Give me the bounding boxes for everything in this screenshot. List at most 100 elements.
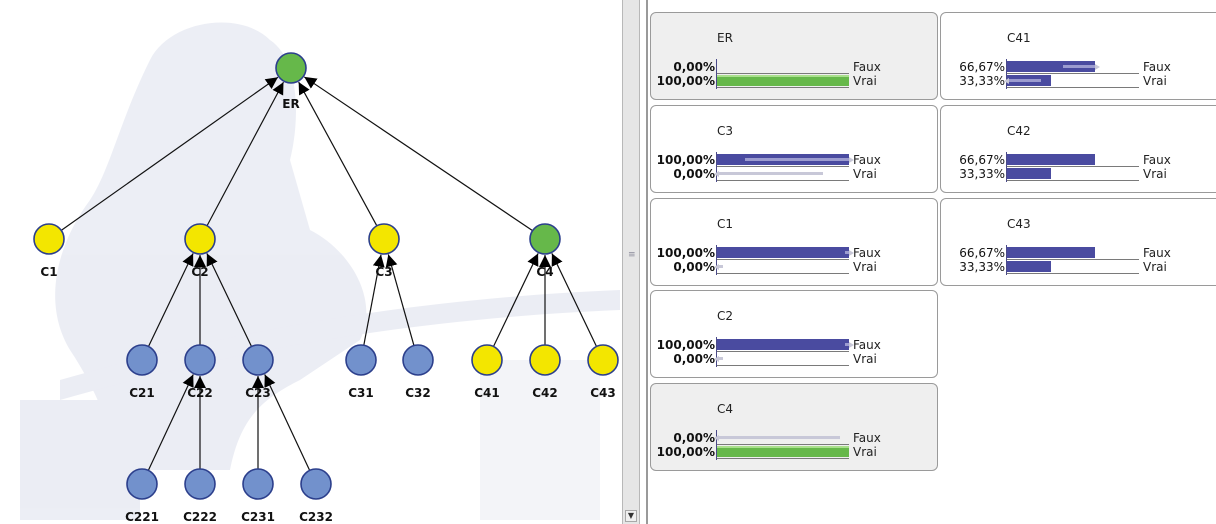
edge-c43-to-c4 [551, 253, 598, 347]
node-circle[interactable] [242, 468, 274, 500]
node-circle[interactable] [33, 223, 65, 255]
node-c3[interactable]: C3 [368, 223, 400, 279]
node-c23[interactable]: C23 [242, 344, 274, 400]
probability-value: 33,33% [959, 260, 1005, 274]
monitor-row-vrai: 100,00%Vrai [651, 74, 937, 88]
node-c31[interactable]: C31 [345, 344, 377, 400]
edge-c232-to-c23 [264, 374, 311, 471]
probability-bar [717, 75, 849, 86]
node-c2[interactable]: C2 [184, 223, 216, 279]
node-c43[interactable]: C43 [587, 344, 619, 400]
node-circle[interactable] [345, 344, 377, 376]
edge-c23-to-c2 [206, 253, 253, 347]
node-circle[interactable] [587, 344, 619, 376]
splitter-bar[interactable]: ≡ ▼ [622, 0, 640, 524]
bar-baseline [1007, 180, 1139, 181]
bar-baseline [717, 444, 849, 445]
probability-value: 66,67% [959, 246, 1005, 260]
node-c4[interactable]: C4 [529, 223, 561, 279]
node-c21[interactable]: C21 [126, 344, 158, 400]
node-circle[interactable] [275, 52, 307, 84]
node-c231[interactable]: C231 [241, 468, 275, 524]
node-circle[interactable] [368, 223, 400, 255]
evidence-trend-arrow-icon [1009, 79, 1041, 82]
node-circle[interactable] [300, 468, 332, 500]
node-c42[interactable]: C42 [529, 344, 561, 400]
edge-c32-to-c3 [385, 254, 415, 346]
probability-value: 100,00% [656, 338, 715, 352]
edge-c221-to-c22 [147, 374, 194, 471]
arrow-head-icon [849, 342, 854, 348]
monitor-axis [716, 59, 717, 89]
probability-value: 33,33% [959, 74, 1005, 88]
node-label: C231 [241, 510, 275, 524]
node-label: C42 [532, 386, 558, 400]
node-circle[interactable] [529, 223, 561, 255]
splitter-grip-icon[interactable]: ≡ [628, 250, 636, 260]
node-circle[interactable] [184, 344, 216, 376]
bar-baseline [1007, 259, 1139, 260]
node-circle[interactable] [126, 468, 158, 500]
node-circle[interactable] [184, 468, 216, 500]
node-c221[interactable]: C221 [125, 468, 159, 524]
node-er[interactable]: ER [275, 52, 307, 111]
node-c32[interactable]: C32 [402, 344, 434, 400]
node-c22[interactable]: C22 [184, 344, 216, 400]
node-circle[interactable] [402, 344, 434, 376]
node-label: C1 [40, 265, 57, 279]
arrow-head-icon [849, 250, 854, 256]
node-circle[interactable] [242, 344, 274, 376]
bar-baseline [717, 166, 849, 167]
monitor-axis [1006, 245, 1007, 275]
node-circle[interactable] [529, 344, 561, 376]
state-label: Vrai [853, 167, 877, 181]
probability-value: 100,00% [656, 74, 715, 88]
scroll-down-arrow-icon[interactable]: ▼ [625, 510, 637, 522]
node-label: C4 [536, 265, 553, 279]
monitor-title: C3 [717, 124, 734, 138]
node-c222[interactable]: C222 [183, 468, 217, 524]
node-circle[interactable] [126, 344, 158, 376]
bar-baseline [717, 273, 849, 274]
probability-bar [1007, 247, 1095, 258]
monitor-axis [716, 430, 717, 460]
node-c1[interactable]: C1 [33, 223, 65, 279]
node-circle[interactable] [471, 344, 503, 376]
monitor-title: C42 [1007, 124, 1031, 138]
edge-c1-to-er [60, 76, 279, 231]
probability-bar [1007, 61, 1095, 72]
node-label: ER [282, 97, 299, 111]
edge-c4-to-er [303, 76, 533, 232]
state-label: Faux [853, 60, 881, 74]
monitor-row-faux: 66,67%Faux [941, 60, 1216, 74]
evidence-trend-arrow-icon [719, 172, 823, 175]
node-c232[interactable]: C232 [299, 468, 333, 524]
node-c41[interactable]: C41 [471, 344, 503, 400]
probability-value: 0,00% [673, 167, 715, 181]
node-label: C21 [129, 386, 155, 400]
arrow-head-icon [1095, 64, 1100, 70]
graph-edges [60, 76, 598, 471]
monitor-row-vrai: 33,33%Vrai [941, 260, 1216, 274]
probability-bar [717, 339, 849, 350]
arrow-head-icon [1004, 78, 1009, 84]
probability-value: 0,00% [673, 260, 715, 274]
monitor-axis [716, 337, 717, 367]
probability-value: 0,00% [673, 352, 715, 366]
monitor-axis [716, 245, 717, 275]
monitor-title: C4 [717, 402, 734, 416]
monitor-row-vrai: 0,00% Vrai [651, 167, 937, 181]
node-label: C222 [183, 510, 217, 524]
node-circle[interactable] [184, 223, 216, 255]
